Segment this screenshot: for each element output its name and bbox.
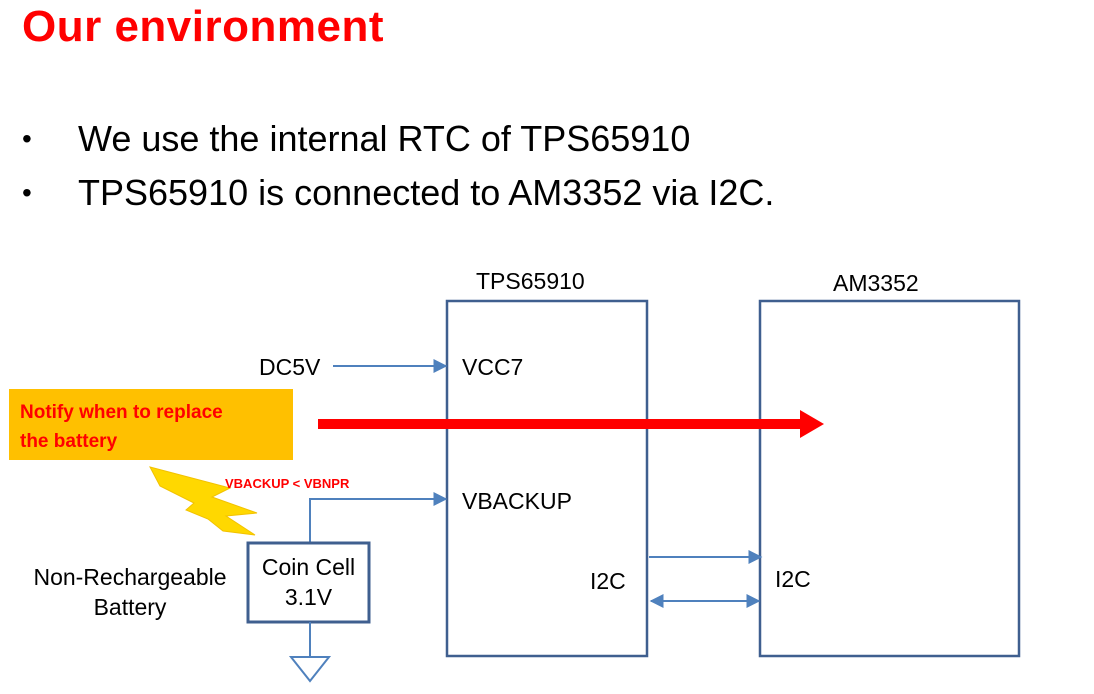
bullet-text: TPS65910 is connected to AM3352 via I2C. <box>78 172 775 213</box>
ground-icon <box>288 656 332 683</box>
soc-block <box>758 299 1021 658</box>
bullet-list: • We use the internal RTC of TPS65910 • … <box>22 112 774 220</box>
vbackup-wire <box>309 492 448 543</box>
pmic-i2c-label: I2C <box>590 568 626 594</box>
page-title: Our environment <box>22 2 384 51</box>
lightning-bolt-icon <box>149 466 258 536</box>
notify-arrow <box>318 410 824 438</box>
vbackup-pin-label: VBACKUP <box>462 488 572 514</box>
soc-i2c-label: I2C <box>775 566 811 592</box>
bullet-dot-icon: • <box>22 123 32 154</box>
bullet-text: We use the internal RTC of TPS65910 <box>78 118 691 159</box>
bullet-item: • We use the internal RTC of TPS65910 <box>22 112 774 166</box>
pmic-label: TPS65910 <box>476 268 585 294</box>
bullet-item: • TPS65910 is connected to AM3352 via I2… <box>22 166 774 220</box>
battery-label: Non-Rechargeable Battery <box>33 564 227 620</box>
dc-source-label: DC5V <box>259 354 321 380</box>
coin-cell-box <box>246 541 371 624</box>
bullet-dot-icon: • <box>22 177 32 208</box>
soc-label: AM3352 <box>833 270 919 296</box>
pmic-block <box>445 299 649 658</box>
notify-box <box>9 389 293 460</box>
condition-label: VBACKUP < VBNPR <box>225 476 350 491</box>
notify-text: Notify when to replace the battery <box>20 402 223 452</box>
vcc-pin-label: VCC7 <box>462 354 524 380</box>
coin-cell-label: Coin Cell 3.1V <box>261 554 356 610</box>
